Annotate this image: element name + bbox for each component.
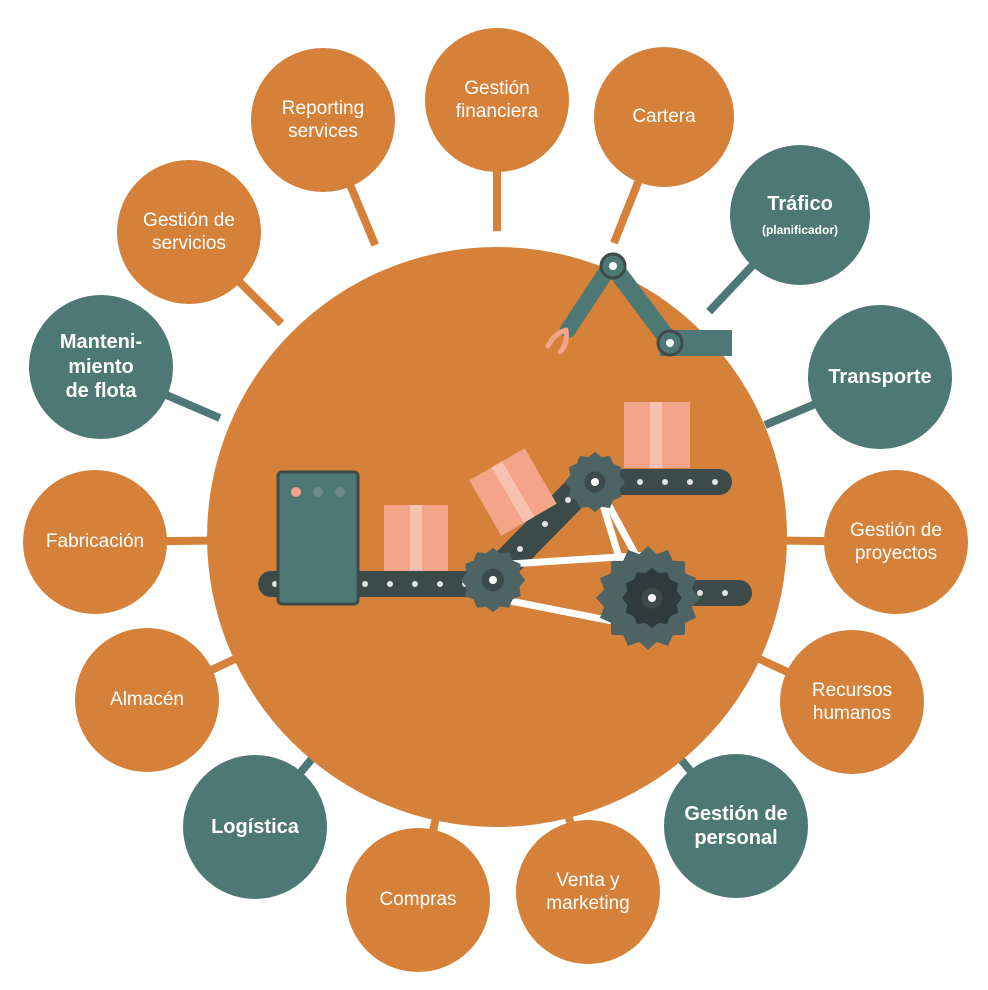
node-circle-almacen (75, 628, 219, 772)
node-circle-gestion-personal (664, 754, 808, 898)
node-circle-trafico (730, 145, 870, 285)
node-circle-transporte (808, 305, 952, 449)
node-circle-fabricacion (23, 470, 167, 614)
node-circle-gestion-servicios (117, 160, 261, 304)
central-hub-circle (207, 247, 787, 827)
node-circle-gestion-proyectos (824, 470, 968, 614)
node-circle-logistica (183, 755, 327, 899)
gear-icon (461, 452, 700, 650)
box-icon (384, 402, 690, 571)
robotic-arm-icon (545, 252, 732, 357)
node-circle-compras (346, 828, 490, 972)
node-circle-cartera (594, 47, 734, 187)
node-circle-mantenimiento-flota (29, 295, 173, 439)
machine-icon (276, 470, 360, 606)
node-circle-reporting-services (251, 48, 395, 192)
node-circle-gestion-financiera (425, 28, 569, 172)
node-circle-recursos-humanos (780, 630, 924, 774)
node-circle-venta-marketing (516, 820, 660, 964)
